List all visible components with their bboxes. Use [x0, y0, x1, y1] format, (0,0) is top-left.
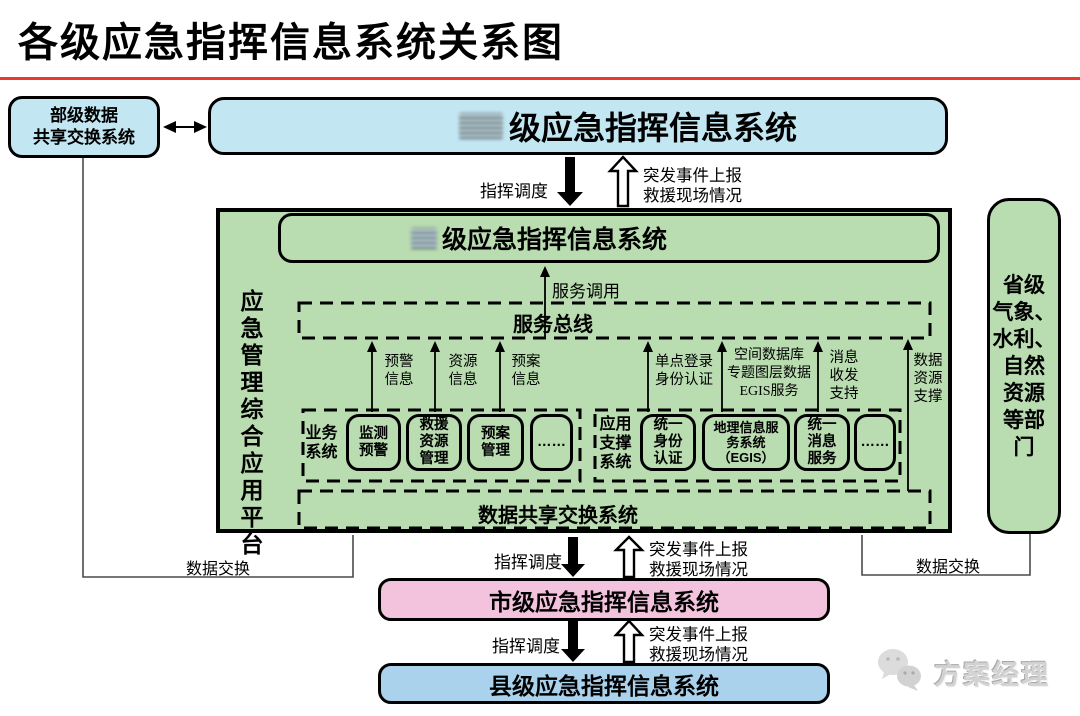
page-title: 各级应急指挥信息系统关系图: [18, 21, 564, 65]
service-bus-label: 服务总线: [513, 314, 593, 336]
prov-line: 资源: [1003, 381, 1045, 405]
spatial-label: 空间数据库 专题图层数据 EGIS服务: [724, 347, 814, 401]
incident-report-arrow-bottom: [613, 619, 645, 664]
incident-line2: 救援现场情况: [649, 560, 748, 579]
prov-line: 自然: [1003, 354, 1045, 378]
business-more-box: ……: [530, 414, 573, 471]
incident-report-label-bottom: 突发事件上报 救援现场情况: [649, 625, 748, 665]
title-underline: [0, 77, 1080, 80]
county-system-box: 县级应急指挥信息系统: [378, 663, 830, 704]
plan-management-box: 预案管理: [467, 414, 524, 471]
inner-level-system-label: 级应急指挥信息系统: [442, 226, 668, 254]
ministry-box-line1: 部级数据: [50, 106, 118, 125]
gis-service-box: 地理信息服务系统（EGIS）: [702, 414, 790, 471]
command-dispatch-arrow-mid: [561, 537, 585, 577]
command-dispatch-arrow-bottom: [561, 621, 585, 662]
prov-line: 省级: [1003, 273, 1045, 297]
sso-line2: 身份认证: [655, 372, 713, 388]
incident-line2: 救援现场情况: [649, 645, 748, 664]
incident-line1: 突发事件上报: [643, 166, 742, 185]
ministry-top-double-arrow: [163, 121, 207, 133]
provincial-departments-box: 省级 气象、 水利、 自然 资源 等部 门: [987, 198, 1061, 534]
wechat-chat-bubbles-icon: [874, 644, 926, 701]
support-group-label: 应用支撑系统: [599, 416, 632, 471]
data-exchange-label-left: 数据交换: [186, 561, 251, 578]
watermark-text: 方案经理: [934, 660, 1050, 690]
prov-line: 门: [1013, 435, 1035, 459]
business-group-label: 业务系统: [305, 425, 338, 461]
command-dispatch-label-mid: 指挥调度: [494, 553, 562, 572]
data-share-bus-label: 数据共享交换系统: [478, 505, 638, 527]
platform-vertical-title: 应急管理综合应用平台: [237, 289, 263, 559]
top-level-system-label: 级应急指挥信息系统: [509, 110, 798, 146]
incident-report-arrow-top: [607, 155, 639, 208]
sso-label: 单点登录 身份认证: [652, 353, 716, 389]
city-system-box: 市级应急指挥信息系统: [378, 578, 830, 621]
incident-report-label-mid: 突发事件上报 救援现场情况: [649, 540, 748, 580]
spatial-line1: 空间数据库: [734, 348, 804, 363]
command-dispatch-label-bottom: 指挥调度: [492, 637, 560, 656]
spatial-line2: 专题图层数据: [727, 366, 811, 381]
incident-line1: 突发事件上报: [649, 625, 748, 644]
redacted-prefix: [459, 113, 503, 139]
command-dispatch-label-top: 指挥调度: [480, 182, 548, 201]
support-more-box: ……: [854, 414, 896, 471]
resource-info-label: 资源信息: [448, 354, 478, 388]
ministry-data-exchange-box: 部级数据 共享交换系统: [8, 96, 160, 158]
sso-line1: 单点登录: [655, 354, 713, 370]
ministry-box-line2: 共享交换系统: [33, 128, 135, 147]
redacted-prefix: [411, 227, 437, 249]
plan-info-label: 预案信息: [511, 354, 541, 388]
warning-info-label: 预警信息: [384, 354, 414, 388]
service-call-label: 服务调用: [552, 282, 620, 301]
spatial-line3: EGIS服务: [739, 384, 799, 399]
command-dispatch-arrow-top: [557, 157, 583, 206]
prov-line: 水利、: [992, 327, 1056, 351]
incident-line1: 突发事件上报: [649, 540, 748, 559]
prov-line: 气象、: [992, 300, 1056, 324]
rescue-resource-box: 救援资源管理: [406, 414, 462, 471]
data-resource-support-label: 数据资源支撑: [913, 353, 943, 405]
incident-report-arrow-mid: [613, 535, 645, 579]
incident-report-label-top: 突发事件上报 救援现场情况: [643, 166, 742, 206]
unified-message-box: 统一消息服务: [794, 414, 850, 471]
watermark: 方案经理: [874, 644, 1050, 701]
message-support-label: 消息收发支持: [829, 350, 859, 402]
incident-line2: 救援现场情况: [643, 186, 742, 205]
top-level-system-box: 级应急指挥信息系统: [208, 97, 948, 155]
data-exchange-label-right: 数据交换: [916, 559, 981, 576]
monitoring-warning-box: 监测预警: [346, 414, 401, 471]
inner-level-system-box: 级应急指挥信息系统: [278, 213, 940, 263]
unified-identity-box: 统一身份认证: [640, 414, 696, 471]
prov-line: 等部: [1003, 408, 1045, 432]
